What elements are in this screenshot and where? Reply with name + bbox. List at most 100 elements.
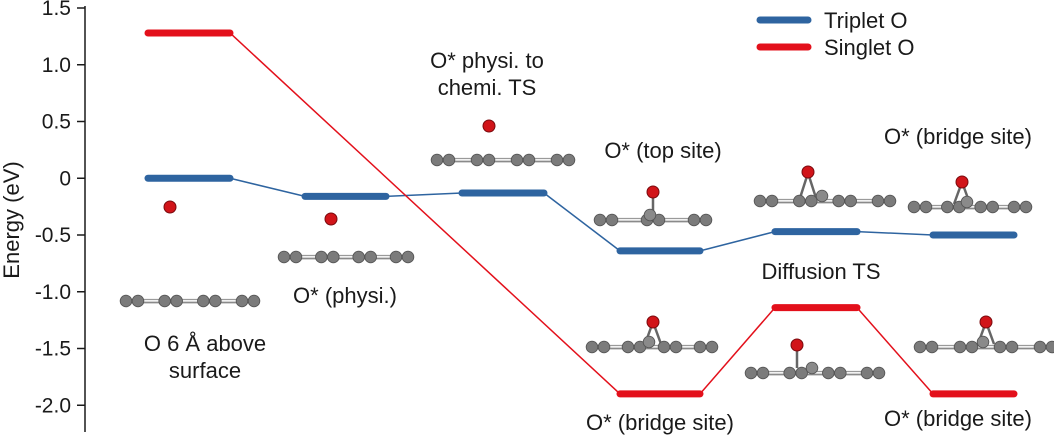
- carbon-atom: [976, 335, 990, 349]
- state-label-line: chemi. TS: [438, 75, 537, 100]
- graphene-sheet: [907, 195, 1033, 214]
- carbon-atom: [872, 366, 886, 380]
- carbon-atom: [783, 366, 796, 380]
- carbon-atom: [158, 294, 171, 308]
- oxygen-atom: [955, 175, 969, 189]
- carbon-atom: [844, 194, 857, 208]
- carbon-atom: [815, 189, 829, 203]
- singlet-o-connector: [229, 32, 621, 395]
- carbon-atom: [470, 153, 484, 167]
- carbon-atom: [756, 366, 770, 380]
- state-label: O* (bridge site): [884, 124, 1032, 149]
- oxygen-atom: [790, 338, 804, 352]
- state-label-line: O* (bridge site): [884, 124, 1032, 149]
- oxygen-atom: [324, 212, 338, 226]
- carbon-atom: [642, 335, 656, 349]
- carbon-atom: [131, 294, 145, 308]
- carbon-atom: [1019, 200, 1033, 214]
- oxygen-atom: [163, 200, 177, 214]
- carbon-atom: [919, 200, 933, 214]
- carbon-atom: [315, 250, 328, 264]
- state-label-line: O* (bridge site): [884, 406, 1032, 431]
- carbon-atom: [657, 340, 671, 354]
- structure-illustrations: [119, 119, 1054, 380]
- carbon-atom: [822, 366, 835, 380]
- carbon-atom: [482, 153, 496, 167]
- carbon-atom: [953, 340, 967, 354]
- carbon-atom: [986, 200, 999, 214]
- carbon-atom: [907, 200, 921, 214]
- carbon-atom: [941, 200, 954, 214]
- state-label: O* (bridge site): [884, 406, 1032, 431]
- carbon-atom: [871, 194, 885, 208]
- carbon-atom: [693, 340, 707, 354]
- carbon-atom: [327, 250, 340, 264]
- state-label-line: Diffusion TS: [761, 259, 880, 284]
- singlet-o-connector: [856, 307, 934, 395]
- carbon-atom: [289, 250, 303, 264]
- state-label-line: O 6 Å above: [144, 331, 266, 356]
- triplet-o-connector: [385, 192, 463, 198]
- state-label: O* (top site): [604, 138, 721, 163]
- carbon-atom: [389, 250, 403, 264]
- y-axis-title: Energy (eV): [0, 161, 24, 278]
- graphene-sheet: [913, 335, 1054, 354]
- carbon-atom: [699, 213, 713, 227]
- carbon-atom: [687, 213, 701, 227]
- carbon-atom: [352, 250, 365, 264]
- carbon-atom: [960, 195, 974, 209]
- y-tick-label: 0.5: [42, 111, 71, 134]
- carbon-atom: [430, 153, 444, 167]
- carbon-atom: [643, 208, 657, 222]
- carbon-atom: [993, 340, 1007, 354]
- state-label-line: surface: [169, 358, 241, 383]
- state-label: Diffusion TS: [761, 259, 880, 284]
- triplet-o-connector: [229, 177, 306, 198]
- graphene-sheet: [744, 361, 886, 380]
- energy-levels: [144, 29, 1018, 398]
- carbon-atom: [805, 361, 819, 375]
- carbon-atom: [621, 340, 635, 354]
- legend-label: Triplet O: [824, 8, 908, 33]
- y-axis: 1.51.00.50-0.5-1.0-1.5-2.0: [35, 0, 86, 432]
- carbon-atom: [197, 294, 210, 308]
- state-label-line: O* physi. to: [430, 48, 544, 73]
- state-label-line: O* (physi.): [293, 283, 397, 308]
- singlet-o-connector: [699, 307, 776, 395]
- carbon-atom: [593, 213, 607, 227]
- carbon-atom: [401, 250, 415, 264]
- state-label-line: O* (top site): [604, 138, 721, 163]
- state-label: O* (bridge site): [586, 410, 734, 435]
- carbon-atom: [522, 153, 536, 167]
- oxygen-atom: [646, 315, 660, 329]
- carbon-atom: [834, 366, 847, 380]
- carbon-atom: [805, 194, 818, 208]
- y-tick-label: 1.5: [42, 0, 71, 20]
- carbon-atom: [119, 294, 133, 308]
- oxygen-atom: [979, 315, 993, 329]
- carbon-atom: [965, 340, 979, 354]
- triplet-o-connector: [699, 230, 776, 252]
- graphene-sheet: [430, 153, 576, 167]
- carbon-atom: [765, 194, 779, 208]
- y-tick-label: 0: [59, 167, 71, 190]
- oxygen-atom: [646, 185, 660, 199]
- carbon-atom: [793, 194, 806, 208]
- carbon-atom: [510, 153, 524, 167]
- carbon-atom: [925, 340, 939, 354]
- carbon-atom: [753, 194, 767, 208]
- carbon-atom: [364, 250, 377, 264]
- carbon-atom: [795, 366, 808, 380]
- carbon-atom: [247, 294, 261, 308]
- y-tick-label: 1.0: [42, 54, 71, 77]
- carbon-atom: [170, 294, 183, 308]
- carbon-atom: [1045, 340, 1054, 354]
- carbon-atom: [550, 153, 564, 167]
- state-label-line: O* (bridge site): [586, 410, 734, 435]
- carbon-atom: [562, 153, 576, 167]
- carbon-atom: [974, 200, 987, 214]
- oxygen-atom: [801, 165, 815, 179]
- carbon-atom: [235, 294, 249, 308]
